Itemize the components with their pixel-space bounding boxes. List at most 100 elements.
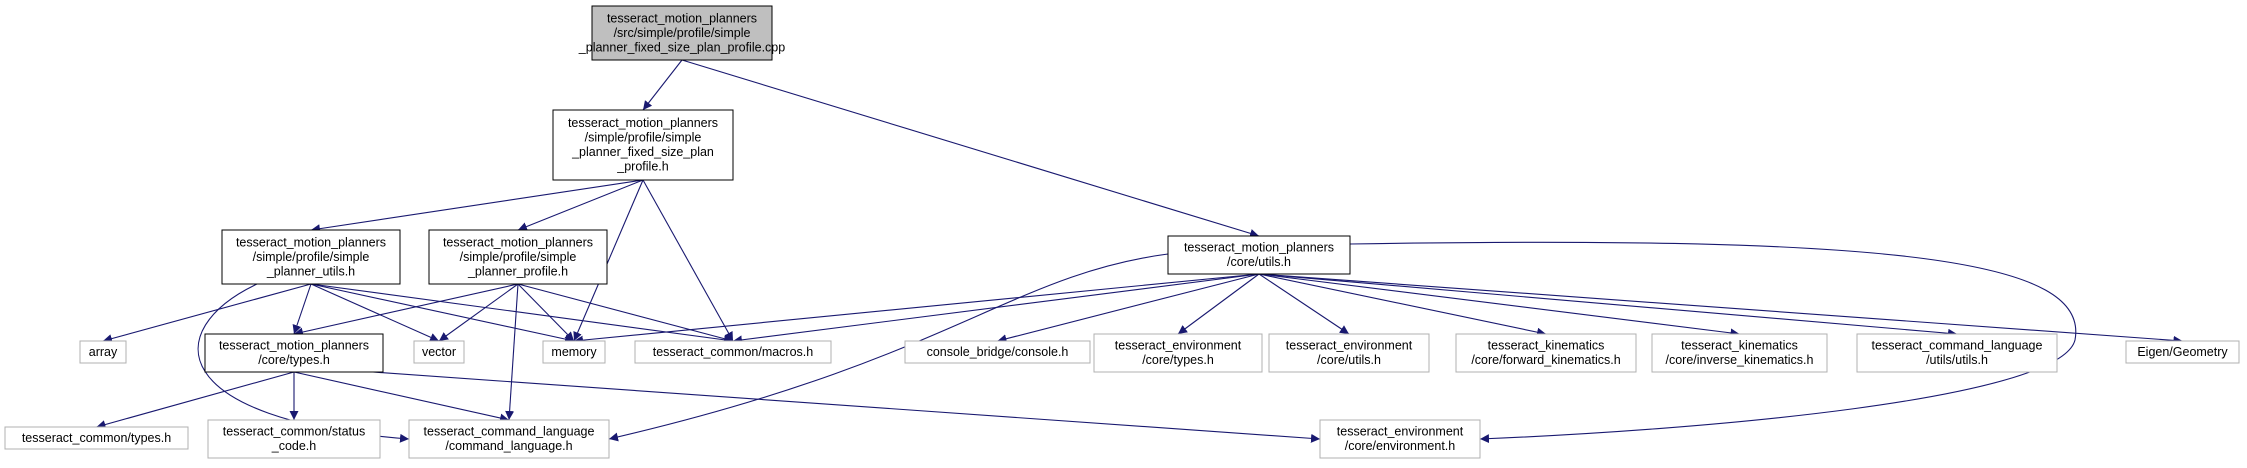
- node-ik[interactable]: tesseract_kinematics/core/inverse_kinema…: [1651, 333, 1828, 373]
- node-memory-label-line: memory: [551, 345, 597, 359]
- node-root[interactable]: tesseract_motion_planners/src/simple/pro…: [578, 5, 785, 61]
- node-status_code-label-line: tesseract_common/status: [223, 425, 365, 439]
- node-eigen[interactable]: Eigen/Geometry: [2125, 340, 2240, 364]
- edge-layer: [96, 59, 2183, 444]
- node-vector-label-line: vector: [422, 345, 456, 359]
- edge-core_types-to-common_types: [96, 371, 295, 429]
- edge-core_utils-to-ik: [1258, 273, 1740, 338]
- node-command_language-box: [408, 419, 610, 459]
- node-command_language-label-line: /command_language.h: [445, 439, 572, 453]
- edge-core_utils-to-cl_utils: [1258, 273, 1958, 338]
- node-common_types-label-line: tesseract_common/types.h: [22, 431, 171, 445]
- node-env_utils-box: [1268, 333, 1430, 373]
- edge-core_utils-to-fk: [1258, 273, 1547, 337]
- node-console[interactable]: console_bridge/console.h: [904, 340, 1091, 364]
- node-ik-label-line: tesseract_kinematics: [1681, 339, 1798, 353]
- node-core_utils[interactable]: tesseract_motion_planners/core/utils.h: [1167, 235, 1351, 275]
- node-cl_utils-box: [1856, 333, 2058, 373]
- node-profile_h-label-line: /simple/profile/simple: [460, 250, 577, 264]
- node-env_utils-label-line: /core/utils.h: [1317, 353, 1381, 367]
- node-common_types-box: [4, 426, 189, 450]
- edge-root-to-core_utils: [681, 59, 1260, 238]
- edge-core_types-to-command_language: [293, 371, 510, 423]
- node-env_types-label-line: /core/types.h: [1142, 353, 1214, 367]
- node-macros[interactable]: tesseract_common/macros.h: [634, 340, 832, 364]
- node-env_utils[interactable]: tesseract_environment/core/utils.h: [1268, 333, 1430, 373]
- node-macros-box: [634, 340, 832, 364]
- edge-profile_h-to-core_types: [293, 283, 519, 337]
- node-vector-box: [413, 340, 465, 364]
- node-fixed_h-label-line: tesseract_motion_planners: [568, 116, 718, 130]
- node-fk-box: [1455, 333, 1637, 373]
- edge-profile_h-to-vector: [438, 283, 519, 342]
- node-environment-label-line: tesseract_environment: [1337, 425, 1464, 439]
- node-memory-box: [542, 340, 606, 364]
- node-core_types-box: [204, 333, 384, 373]
- node-profile_h-label-line: tesseract_motion_planners: [443, 235, 593, 249]
- node-command_language[interactable]: tesseract_command_language/command_langu…: [408, 419, 610, 459]
- edge-core_utils-to-eigen: [1258, 273, 2183, 345]
- node-ik-box: [1651, 333, 1828, 373]
- node-fixed_h[interactable]: tesseract_motion_planners/simple/profile…: [552, 109, 734, 181]
- node-macros-label-line: tesseract_common/macros.h: [653, 345, 814, 359]
- node-console-label-line: console_bridge/console.h: [927, 345, 1069, 359]
- node-console-box: [904, 340, 1091, 364]
- edge-utils_h-to-core_types: [292, 283, 312, 335]
- node-environment[interactable]: tesseract_environment/core/environment.h: [1319, 419, 1481, 459]
- edge-core_utils-to-environment: [1349, 241, 2077, 444]
- node-utils_h-label-line: _planner_utils.h: [266, 264, 355, 278]
- node-env_types-label-line: tesseract_environment: [1115, 339, 1242, 353]
- node-fixed_h-box: [552, 109, 734, 181]
- node-profile_h[interactable]: tesseract_motion_planners/simple/profile…: [428, 229, 608, 285]
- node-fk[interactable]: tesseract_kinematics/core/forward_kinema…: [1455, 333, 1637, 373]
- node-fk-label-line: tesseract_kinematics: [1488, 339, 1605, 353]
- node-profile_h-box: [428, 229, 608, 285]
- node-fixed_h-label-line: _planner_fixed_size_plan: [571, 145, 714, 159]
- node-common_types[interactable]: tesseract_common/types.h: [4, 426, 189, 450]
- node-memory[interactable]: memory: [542, 340, 606, 364]
- node-ik-label-line: /core/inverse_kinematics.h: [1666, 353, 1814, 367]
- node-status_code[interactable]: tesseract_common/status_code.h: [207, 419, 381, 459]
- node-utils_h-label-line: /simple/profile/simple: [253, 250, 370, 264]
- node-vector[interactable]: vector: [413, 340, 465, 364]
- node-core_utils-label-line: tesseract_motion_planners: [1184, 241, 1334, 255]
- node-core_utils-label-line: /core/utils.h: [1227, 255, 1291, 269]
- node-env_types[interactable]: tesseract_environment/core/types.h: [1093, 333, 1263, 373]
- node-array-label-line: array: [89, 345, 118, 359]
- edge-core_utils-to-command_language: [608, 253, 1169, 442]
- node-core_types[interactable]: tesseract_motion_planners/core/types.h: [204, 333, 384, 373]
- node-core_types-label-line: tesseract_motion_planners: [219, 339, 369, 353]
- node-status_code-box: [207, 419, 381, 459]
- node-root-label-line: tesseract_motion_planners: [607, 11, 757, 25]
- node-status_code-label-line: _code.h: [271, 439, 317, 453]
- node-utils_h-box: [221, 229, 401, 285]
- node-cl_utils[interactable]: tesseract_command_language/utils/utils.h: [1856, 333, 2058, 373]
- node-fixed_h-label-line: /simple/profile/simple: [585, 131, 702, 145]
- edge-fixed_h-to-memory: [573, 179, 644, 342]
- node-layer: tesseract_motion_planners/src/simple/pro…: [4, 5, 2240, 459]
- edge-fixed_h-to-profile_h: [517, 179, 644, 231]
- node-core_utils-box: [1167, 235, 1351, 275]
- edge-utils_h-to-macros: [310, 283, 734, 345]
- node-cl_utils-label-line: /utils/utils.h: [1926, 353, 1988, 367]
- edge-core_types-to-environment: [372, 371, 1321, 443]
- node-env_utils-label-line: tesseract_environment: [1286, 339, 1413, 353]
- node-fk-label-line: /core/forward_kinematics.h: [1471, 353, 1620, 367]
- edge-fixed_h-to-utils_h: [310, 179, 644, 234]
- edge-utils_h-to-vector: [310, 283, 440, 342]
- edge-root-to-fixed_h: [642, 59, 683, 111]
- node-env_types-box: [1093, 333, 1263, 373]
- node-utils_h[interactable]: tesseract_motion_planners/simple/profile…: [221, 229, 401, 285]
- edge-profile_h-to-memory: [517, 283, 575, 342]
- edge-profile_h-to-command_language: [505, 283, 519, 421]
- edge-core_utils-to-env_utils: [1258, 273, 1350, 335]
- node-utils_h-label-line: tesseract_motion_planners: [236, 235, 386, 249]
- node-environment-label-line: /core/environment.h: [1345, 439, 1456, 453]
- edge-utils_h-to-memory: [310, 283, 575, 344]
- node-array[interactable]: array: [79, 340, 127, 364]
- node-command_language-label-line: tesseract_command_language: [424, 425, 595, 439]
- node-profile_h-label-line: _planner_profile.h: [467, 264, 568, 278]
- edge-fixed_h-to-macros: [642, 179, 734, 342]
- node-eigen-box: [2125, 340, 2240, 364]
